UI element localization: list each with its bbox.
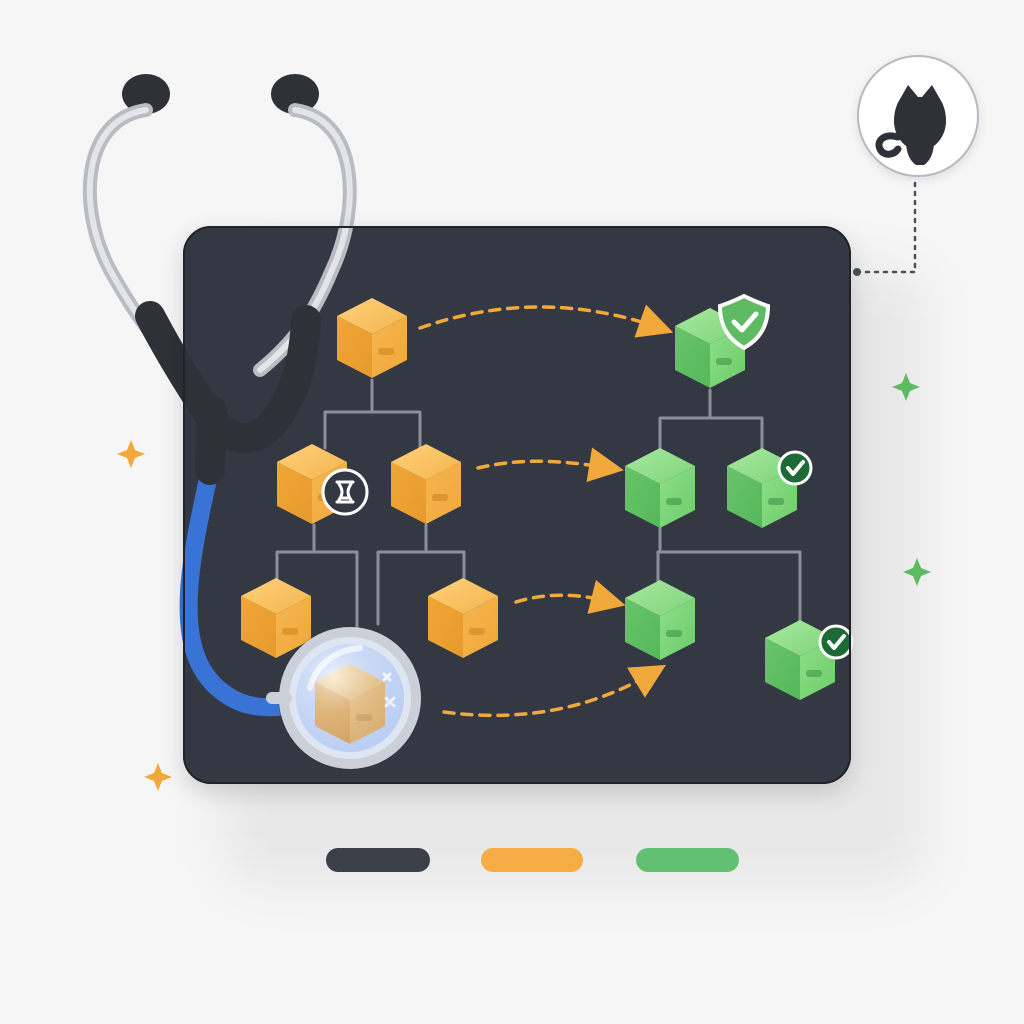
magnifier-icon [266, 626, 422, 770]
legend-bar-dark [326, 848, 430, 872]
arrow-inspected [442, 664, 667, 718]
legend-bar-green [636, 848, 739, 872]
arrow-level1 [476, 447, 624, 482]
github-link-dot [853, 268, 861, 276]
legend-bar-orange [481, 848, 583, 872]
sparkle-icon [903, 558, 931, 586]
arrow-level2 [514, 579, 626, 614]
sparkle-icon [144, 763, 172, 791]
github-badge[interactable] [857, 55, 979, 177]
check-circle-icon [777, 450, 813, 486]
source-cube-level2-left [241, 578, 311, 658]
shield-check-icon [717, 293, 771, 351]
source-cube-level1-right [391, 444, 461, 524]
target-cube-level1-left [625, 448, 695, 528]
github-octocat-icon [875, 85, 946, 165]
github-link-dotted-line [855, 178, 917, 274]
source-cube-root [337, 298, 407, 378]
source-cube-level2-right [428, 578, 498, 658]
migration-arrows [418, 304, 674, 718]
stethoscope-earpiece-right [271, 74, 319, 114]
check-circle-icon [818, 624, 854, 660]
dark-panel-border [183, 226, 851, 784]
source-tree-connectors [275, 378, 466, 630]
hourglass-icon [321, 468, 369, 516]
stethoscope-earpiece-left [122, 74, 170, 114]
sparkle-icon [892, 373, 920, 401]
target-cube-level2-left [625, 580, 695, 660]
target-tree-connectors [656, 388, 802, 626]
stethoscope-icon [82, 74, 357, 717]
sparkle-icon [117, 440, 145, 468]
